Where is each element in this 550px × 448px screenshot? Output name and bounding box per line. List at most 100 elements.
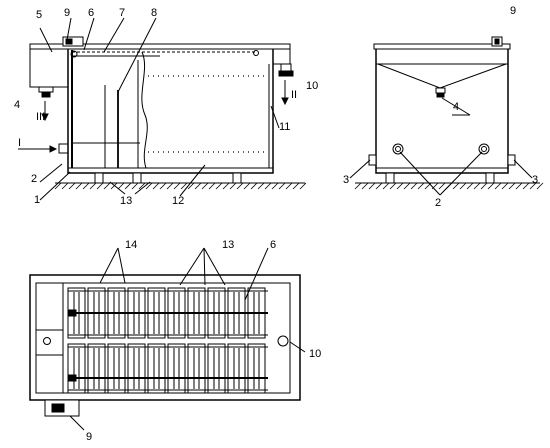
leader-9 (66, 17, 72, 41)
hatch-stroke (361, 182, 369, 190)
label-7: 7 (119, 7, 125, 19)
label-9: 9 (64, 7, 70, 19)
hatch-stroke (410, 182, 418, 190)
top-view: 14 13 6 10 9 (29, 239, 321, 443)
hatch-stroke (208, 182, 216, 190)
hatch-stroke (138, 182, 146, 190)
hatch-stroke (229, 182, 237, 190)
hatch-stroke (480, 182, 488, 190)
filter-panel (227, 343, 246, 394)
filter-panel (187, 343, 206, 394)
tank-body-side (375, 47, 509, 174)
hatch-stroke (473, 182, 481, 190)
hatch-stroke (515, 182, 523, 190)
side-label-2: 2 (435, 197, 441, 209)
foot-side-1 (385, 172, 395, 184)
leader-8 (117, 17, 157, 93)
hatch-stroke (152, 182, 160, 190)
conveyor-sprocket-right (253, 50, 259, 56)
hatch-stroke (375, 182, 383, 190)
label-5: 5 (36, 9, 42, 21)
left-box (29, 48, 69, 88)
hatch-stroke (68, 182, 76, 190)
leader-14a (99, 247, 119, 284)
hatch-stroke (417, 182, 425, 190)
front-view: 5 9 6 7 8 4 III I 2 1 13 12 10 II 11 (14, 7, 318, 207)
hatch-stroke (257, 182, 265, 190)
hatch-stroke (187, 182, 195, 190)
label-10: 10 (306, 80, 318, 92)
hatch-stroke (529, 182, 537, 190)
leader-side-4 (441, 97, 471, 116)
hatch-stroke (166, 182, 174, 190)
label-III: III (36, 111, 45, 123)
motor-side-detail (494, 38, 500, 45)
right-outlet-pipe (280, 63, 292, 72)
top-label-10: 10 (309, 348, 321, 360)
foot-front-1 (94, 172, 104, 184)
leader-10-top (289, 341, 306, 353)
arrow-II-head (281, 97, 289, 106)
hatch-stroke (215, 182, 223, 190)
hatch-stroke (236, 182, 244, 190)
hatch-stroke (124, 182, 132, 190)
foot-front-2 (132, 172, 142, 184)
hatch-stroke (180, 182, 188, 190)
hatch-stroke (173, 182, 181, 190)
leader-12 (179, 164, 206, 197)
motor-front (62, 36, 84, 47)
hatch-stroke (75, 182, 83, 190)
leader-13a (109, 181, 126, 195)
filter-panel (167, 343, 186, 394)
side-hopper-outlet (435, 87, 446, 94)
hatch-stroke (250, 182, 258, 190)
top-label-9: 9 (86, 431, 92, 443)
side-label-3-left: 3 (343, 174, 349, 186)
motor-front-detail (65, 38, 73, 45)
label-2: 2 (31, 173, 37, 185)
hatch-stroke (264, 182, 272, 190)
filter-panel (127, 343, 146, 394)
hatch-stroke (271, 182, 279, 190)
top-label-14: 14 (125, 239, 137, 251)
top-label-6: 6 (270, 239, 276, 251)
leader-13b (134, 181, 151, 195)
hatch-stroke (131, 182, 139, 190)
right-outlet-flange (278, 70, 294, 77)
label-II: II (291, 89, 297, 101)
leader-13-top-a (179, 247, 205, 286)
hatch-stroke (222, 182, 230, 190)
leader-side-3b (513, 159, 533, 179)
leader-14b (117, 247, 126, 284)
filter-panel (107, 343, 126, 394)
leader-6-top (244, 247, 269, 301)
side-hopper-flange (436, 92, 445, 98)
foot-side-2 (485, 172, 495, 184)
hatch-stroke (292, 182, 300, 190)
filter-panel (247, 343, 266, 394)
nozzle-right (478, 143, 490, 155)
filter-panel (207, 343, 226, 394)
hatch-stroke (201, 182, 209, 190)
filter-panel (87, 343, 106, 394)
inlet-flange (58, 143, 69, 154)
foot-front-3 (232, 172, 242, 184)
hatch-stroke (194, 182, 202, 190)
hatch-stroke (159, 182, 167, 190)
side-label-4: 4 (453, 101, 459, 113)
hatch-stroke (368, 182, 376, 190)
top-label-13: 13 (222, 239, 234, 251)
leader-1 (39, 171, 71, 201)
nozzle-right-inner (481, 146, 487, 152)
hatch-stroke (299, 182, 307, 190)
label-13: 13 (120, 195, 132, 207)
arrow-III-head (41, 113, 49, 122)
label-8: 8 (151, 7, 157, 19)
hatch-stroke (508, 182, 516, 190)
nozzle-left (392, 143, 404, 155)
filter-panel (67, 343, 86, 394)
hatch-stroke (285, 182, 293, 190)
hatch-stroke (487, 182, 495, 190)
hatch-stroke (89, 182, 97, 190)
